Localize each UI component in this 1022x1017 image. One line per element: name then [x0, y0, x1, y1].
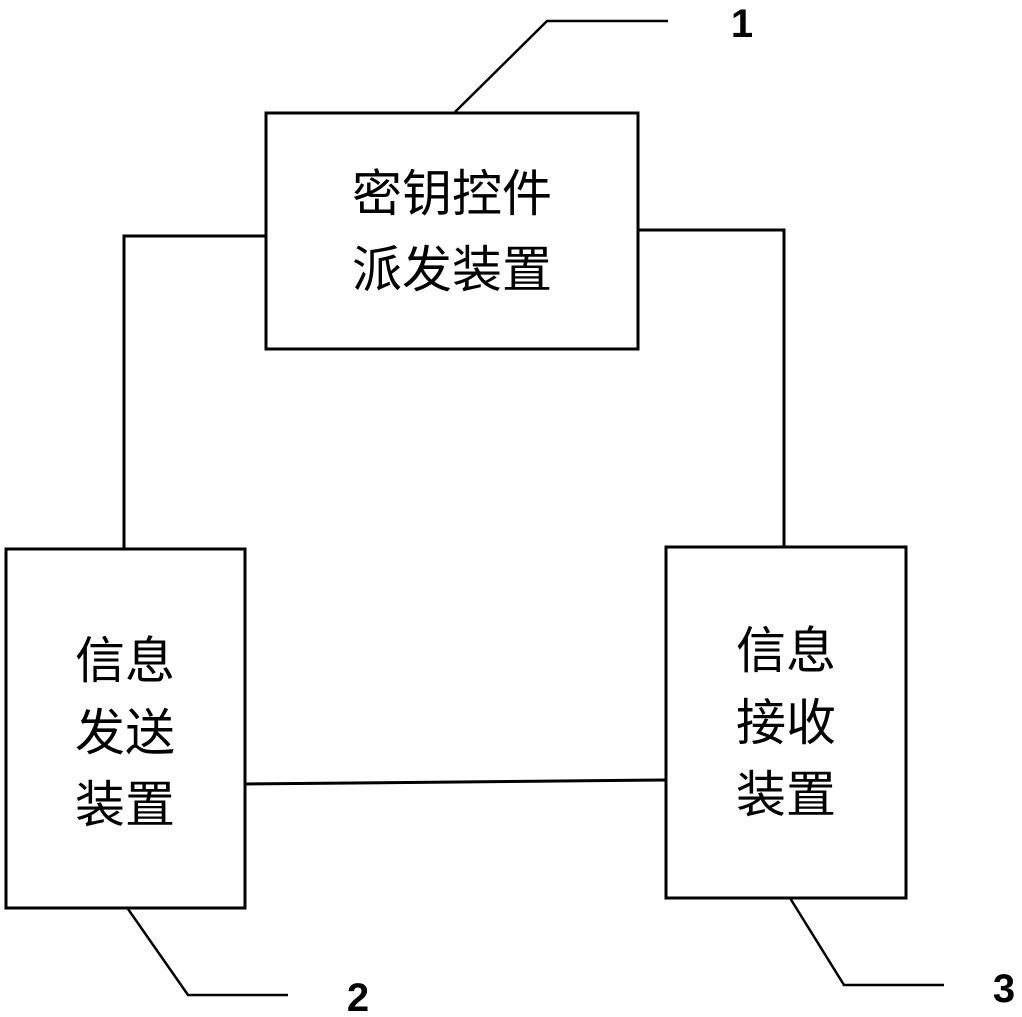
receiver-label-line-1: 信息 — [736, 622, 836, 680]
key-dispatch-label-line-1: 密钥控件 — [352, 165, 552, 223]
ref-number-1: 1 — [731, 2, 753, 46]
sender-label-line-1: 信息 — [75, 632, 175, 690]
sender-device-box: 信息 发送 装置 — [4, 547, 247, 910]
leader-line-2 — [126, 908, 288, 997]
receiver-label-line-2: 接收 — [736, 694, 836, 752]
connector-dispatch-to-sender — [122, 234, 266, 550]
ref-number-3: 3 — [993, 967, 1015, 1011]
sender-label-line-3: 装置 — [75, 776, 175, 834]
connector-sender-to-receiver — [244, 778, 667, 786]
connector-dispatch-to-receiver — [639, 228, 786, 548]
key-dispatch-label-line-2: 派发装置 — [352, 241, 552, 299]
leader-line-1 — [454, 19, 668, 113]
receiver-device-box: 信息 接收 装置 — [664, 545, 908, 900]
sender-label-line-2: 发送 — [75, 704, 175, 762]
key-dispatch-device-box: 密钥控件 派发装置 — [264, 111, 640, 351]
ref-number-2: 2 — [347, 976, 369, 1017]
receiver-label-line-3: 装置 — [736, 766, 836, 824]
leader-line-3 — [788, 897, 944, 987]
